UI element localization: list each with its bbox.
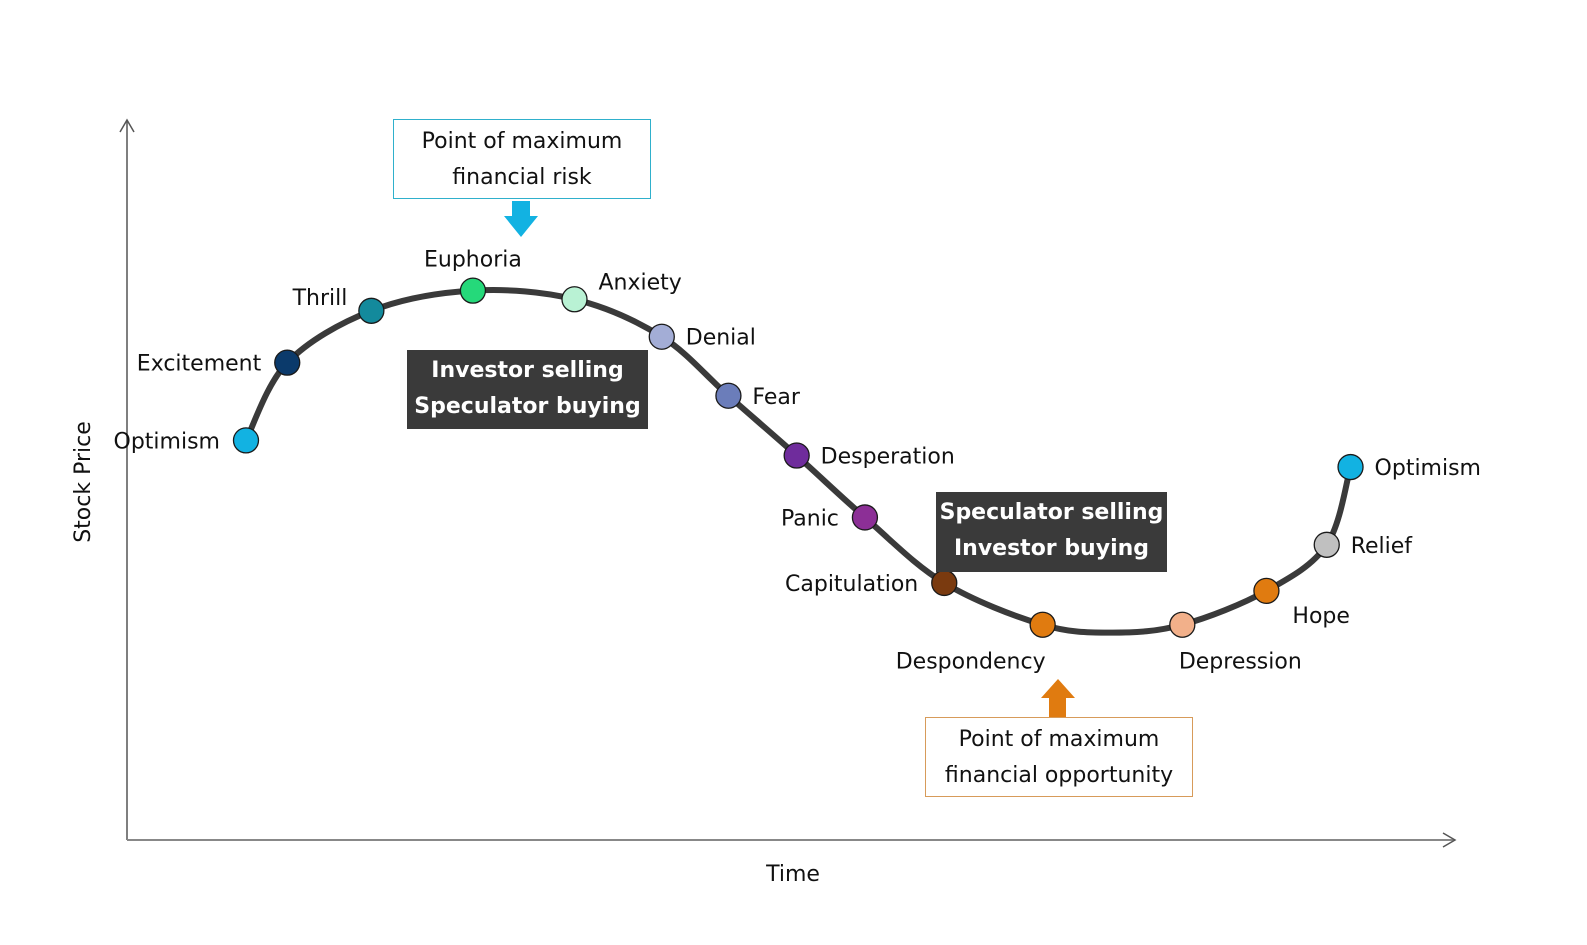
x-axis-arrow-icon (1442, 832, 1457, 848)
phase-bottom-line1: Speculator selling (939, 500, 1164, 525)
max-opportunity-line1: Point of maximum (958, 727, 1160, 752)
phase-top-line1: Investor selling (431, 358, 624, 383)
stage-marker-relief (1313, 531, 1340, 558)
x-axis-label: Time (765, 862, 820, 887)
stage-label-desperation: Desperation (821, 445, 955, 470)
stage-marker-euphoria (459, 277, 487, 304)
stage-label-depression: Depression (1179, 650, 1302, 675)
y-axis-arrow-icon (119, 118, 135, 133)
stage-marker-despondency (1029, 611, 1056, 638)
stage-label-euphoria: Euphoria (424, 248, 522, 273)
stage-marker-panic (851, 504, 879, 531)
risk-arrow-icon (504, 201, 538, 237)
stage-marker-hope (1253, 577, 1280, 605)
stage-label-anxiety: Anxiety (598, 270, 681, 295)
opportunity-arrow-icon (1041, 679, 1075, 717)
stage-label-denial: Denial (686, 326, 756, 351)
phase-top-line2: Speculator buying (414, 394, 641, 419)
stage-label-fear: Fear (752, 385, 800, 410)
stage-marker-excitement (274, 349, 301, 376)
stage-label-capitulation: Capitulation (785, 572, 918, 597)
stage-markers: Optimism Excitement Thrill EuphoriaAnxietyD… (114, 248, 1481, 675)
stage-marker-capitulation (931, 569, 958, 597)
stage-marker-fear (715, 382, 742, 409)
stage-label-despondency: Despondency (896, 650, 1046, 675)
stage-marker-depression (1169, 611, 1196, 638)
speculator-selling-phase-box: Speculator selling Investor buying (936, 492, 1167, 572)
stage-label-optimism-2: Optimism (1375, 456, 1481, 481)
cycle-curve (242, 287, 1354, 636)
max-risk-line1: Point of maximum (421, 129, 623, 154)
stage-marker-thrill (358, 297, 385, 324)
y-axis-label: Stock Price (71, 421, 96, 543)
investor-selling-phase-box: Investor selling Speculator buying (407, 350, 648, 429)
max-risk-line2: financial risk (452, 165, 592, 190)
phase-bottom-line2: Investor buying (953, 536, 1150, 561)
stage-label-optimism: Optimism (114, 429, 220, 454)
max-risk-callout: Point of maximum financial risk (393, 119, 651, 199)
stage-label-excitement: Excitement (137, 352, 262, 377)
max-opportunity-line2: financial opportunity (944, 763, 1174, 788)
stage-marker-denial (648, 323, 675, 350)
stage-label-relief: Relief (1351, 534, 1414, 559)
stage-marker-optimism (232, 427, 260, 454)
max-opportunity-callout: Point of maximum financial opportunity (925, 717, 1193, 797)
stage-marker-desperation (783, 442, 810, 469)
stage-marker-anxiety (561, 286, 588, 313)
stage-label-hope: Hope (1292, 604, 1350, 629)
stage-label-thrill: Thrill (292, 286, 348, 311)
stage-label-panic: Panic (781, 506, 839, 531)
stage-marker-optimism-2 (1337, 453, 1364, 481)
